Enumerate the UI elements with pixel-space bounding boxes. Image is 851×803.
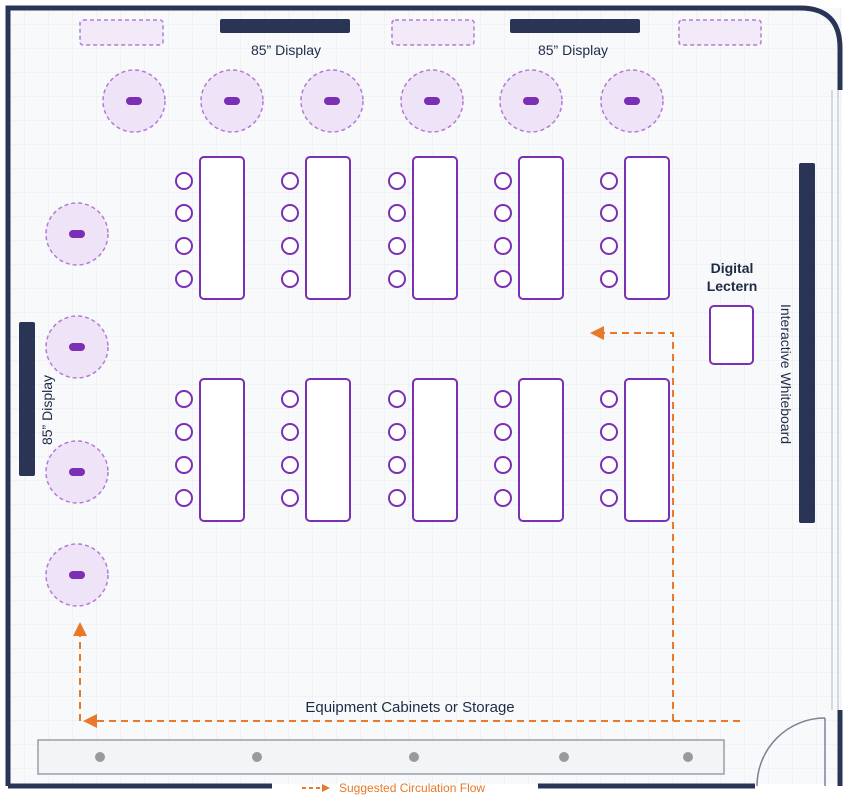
desk-group xyxy=(600,156,670,300)
lounge-seat xyxy=(600,69,664,133)
dashed-arrow-icon xyxy=(590,326,604,340)
desk-group xyxy=(388,156,458,300)
desk-group xyxy=(494,378,564,522)
lounge-seat xyxy=(45,543,109,607)
desk-group xyxy=(281,378,351,522)
display-top-left xyxy=(220,19,350,33)
interactive-whiteboard xyxy=(799,163,815,523)
shelf xyxy=(678,19,762,46)
desk-group xyxy=(175,156,245,300)
equipment-cabinets xyxy=(37,739,725,775)
desk-group xyxy=(175,378,245,522)
lounge-seat xyxy=(499,69,563,133)
lounge-seat xyxy=(300,69,364,133)
window-wall-right xyxy=(831,90,839,710)
display-left-label: 85” Display xyxy=(39,375,55,445)
lounge-seat xyxy=(200,69,264,133)
lounge-seat xyxy=(45,440,109,504)
dashed-arrow-icon xyxy=(83,714,97,728)
desk-group xyxy=(600,378,670,522)
lounge-seats-left xyxy=(45,202,109,607)
circulation-flow xyxy=(73,326,740,728)
digital-lectern xyxy=(709,305,754,365)
desk-rows xyxy=(175,156,670,522)
desk-group xyxy=(281,156,351,300)
lounge-seats-top xyxy=(102,69,664,133)
desk-group xyxy=(388,378,458,522)
storage-label: Equipment Cabinets or Storage xyxy=(305,699,514,716)
shelf xyxy=(391,19,475,46)
legend-label: Suggested Circulation Flow xyxy=(339,781,485,795)
lounge-seat xyxy=(45,315,109,379)
shelf xyxy=(79,19,164,46)
display-top-right xyxy=(510,19,640,33)
lounge-seat xyxy=(400,69,464,133)
lectern-label-line2: Lectern xyxy=(707,278,758,294)
dashed-arrow-icon xyxy=(322,784,330,792)
legend: Suggested Circulation Flow xyxy=(302,781,485,795)
interactive-whiteboard-label: Interactive Whiteboard xyxy=(778,304,794,444)
lounge-seat xyxy=(45,202,109,266)
top-shelves xyxy=(79,19,762,46)
lounge-seat xyxy=(102,69,166,133)
display-left xyxy=(19,322,35,476)
display-top-right-label: 85” Display xyxy=(538,42,608,58)
display-top-left-label: 85” Display xyxy=(251,42,321,58)
dashed-arrow-icon xyxy=(73,622,87,636)
desk-group xyxy=(494,156,564,300)
lectern-label-line1: Digital xyxy=(711,260,754,276)
outer-walls xyxy=(5,5,843,789)
door-swing-icon xyxy=(756,717,826,787)
